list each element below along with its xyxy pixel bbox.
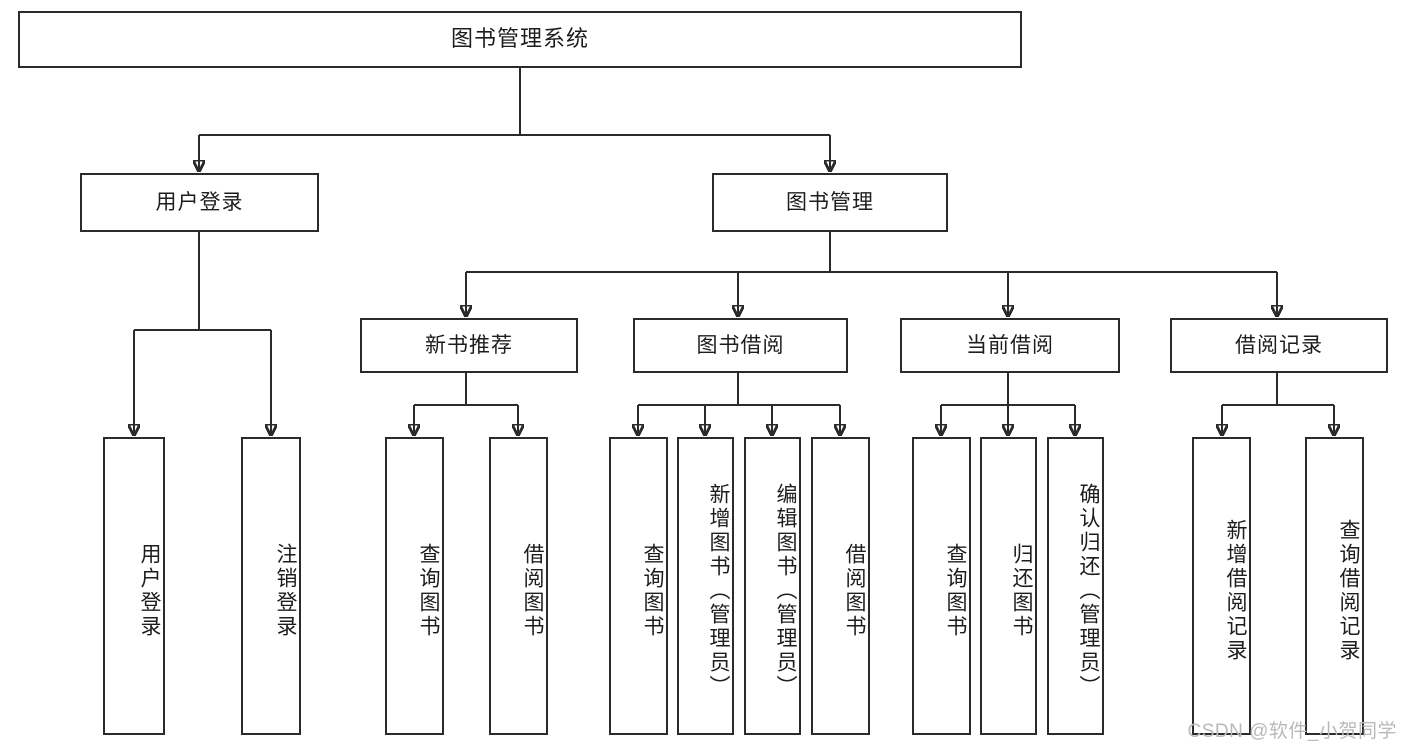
leaf-label: 查询图书	[944, 543, 967, 639]
node-current-borrow-label: 当前借阅	[966, 333, 1054, 357]
node-borrow-record[interactable]: 借阅记录	[1170, 318, 1388, 373]
node-current-borrow[interactable]: 当前借阅	[900, 318, 1120, 373]
leaf-label: 用户登录	[138, 543, 161, 639]
leaf-current-borrow-return-book[interactable]: 归还图书	[980, 437, 1037, 735]
leaf-label: 注销登录	[274, 543, 297, 639]
leaf-label: 归还图书	[1010, 543, 1033, 639]
leaf-new-book-borrow-book[interactable]: 借阅图书	[489, 437, 548, 735]
leaf-current-borrow-confirm-return-admin[interactable]: 确认归还（管理员）	[1047, 437, 1104, 735]
leaf-label: 查询图书	[641, 543, 664, 639]
leaf-borrow-record-query-record[interactable]: 查询借阅记录	[1305, 437, 1364, 735]
node-book-management[interactable]: 图书管理	[712, 173, 948, 232]
leaf-book-borrow-borrow-book[interactable]: 借阅图书	[811, 437, 870, 735]
leaf-user-login-login[interactable]: 用户登录	[103, 437, 165, 735]
leaf-label: 借阅图书	[521, 543, 544, 639]
node-new-book-recommend[interactable]: 新书推荐	[360, 318, 578, 373]
leaf-book-borrow-query-book[interactable]: 查询图书	[609, 437, 668, 735]
leaf-label: 编辑图书（管理员）	[774, 483, 797, 699]
node-borrow-record-label: 借阅记录	[1235, 333, 1323, 357]
leaf-label: 新增图书（管理员）	[707, 483, 730, 699]
csdn-watermark: CSDN @软件_小贺同学	[1187, 721, 1397, 742]
leaf-label: 新增借阅记录	[1224, 519, 1247, 663]
leaf-label: 借阅图书	[843, 543, 866, 639]
node-book-borrow-label: 图书借阅	[696, 333, 785, 357]
node-root-book-management-system[interactable]: 图书管理系统	[18, 11, 1022, 68]
node-book-borrow[interactable]: 图书借阅	[633, 318, 848, 373]
leaf-label: 确认归还（管理员）	[1077, 483, 1100, 699]
leaf-book-borrow-add-book-admin[interactable]: 新增图书（管理员）	[677, 437, 734, 735]
leaf-book-borrow-edit-book-admin[interactable]: 编辑图书（管理员）	[744, 437, 801, 735]
node-new-book-recommend-label: 新书推荐	[425, 333, 513, 357]
node-book-management-label: 图书管理	[786, 190, 874, 214]
leaf-borrow-record-add-record[interactable]: 新增借阅记录	[1192, 437, 1251, 735]
leaf-user-login-logout[interactable]: 注销登录	[241, 437, 301, 735]
leaf-label: 查询借阅记录	[1337, 519, 1360, 663]
node-user-login[interactable]: 用户登录	[80, 173, 319, 232]
leaf-current-borrow-query-book[interactable]: 查询图书	[912, 437, 971, 735]
leaf-new-book-query-book[interactable]: 查询图书	[385, 437, 444, 735]
node-root-label: 图书管理系统	[450, 26, 589, 52]
node-user-login-label: 用户登录	[155, 190, 244, 214]
leaf-label: 查询图书	[417, 543, 440, 639]
